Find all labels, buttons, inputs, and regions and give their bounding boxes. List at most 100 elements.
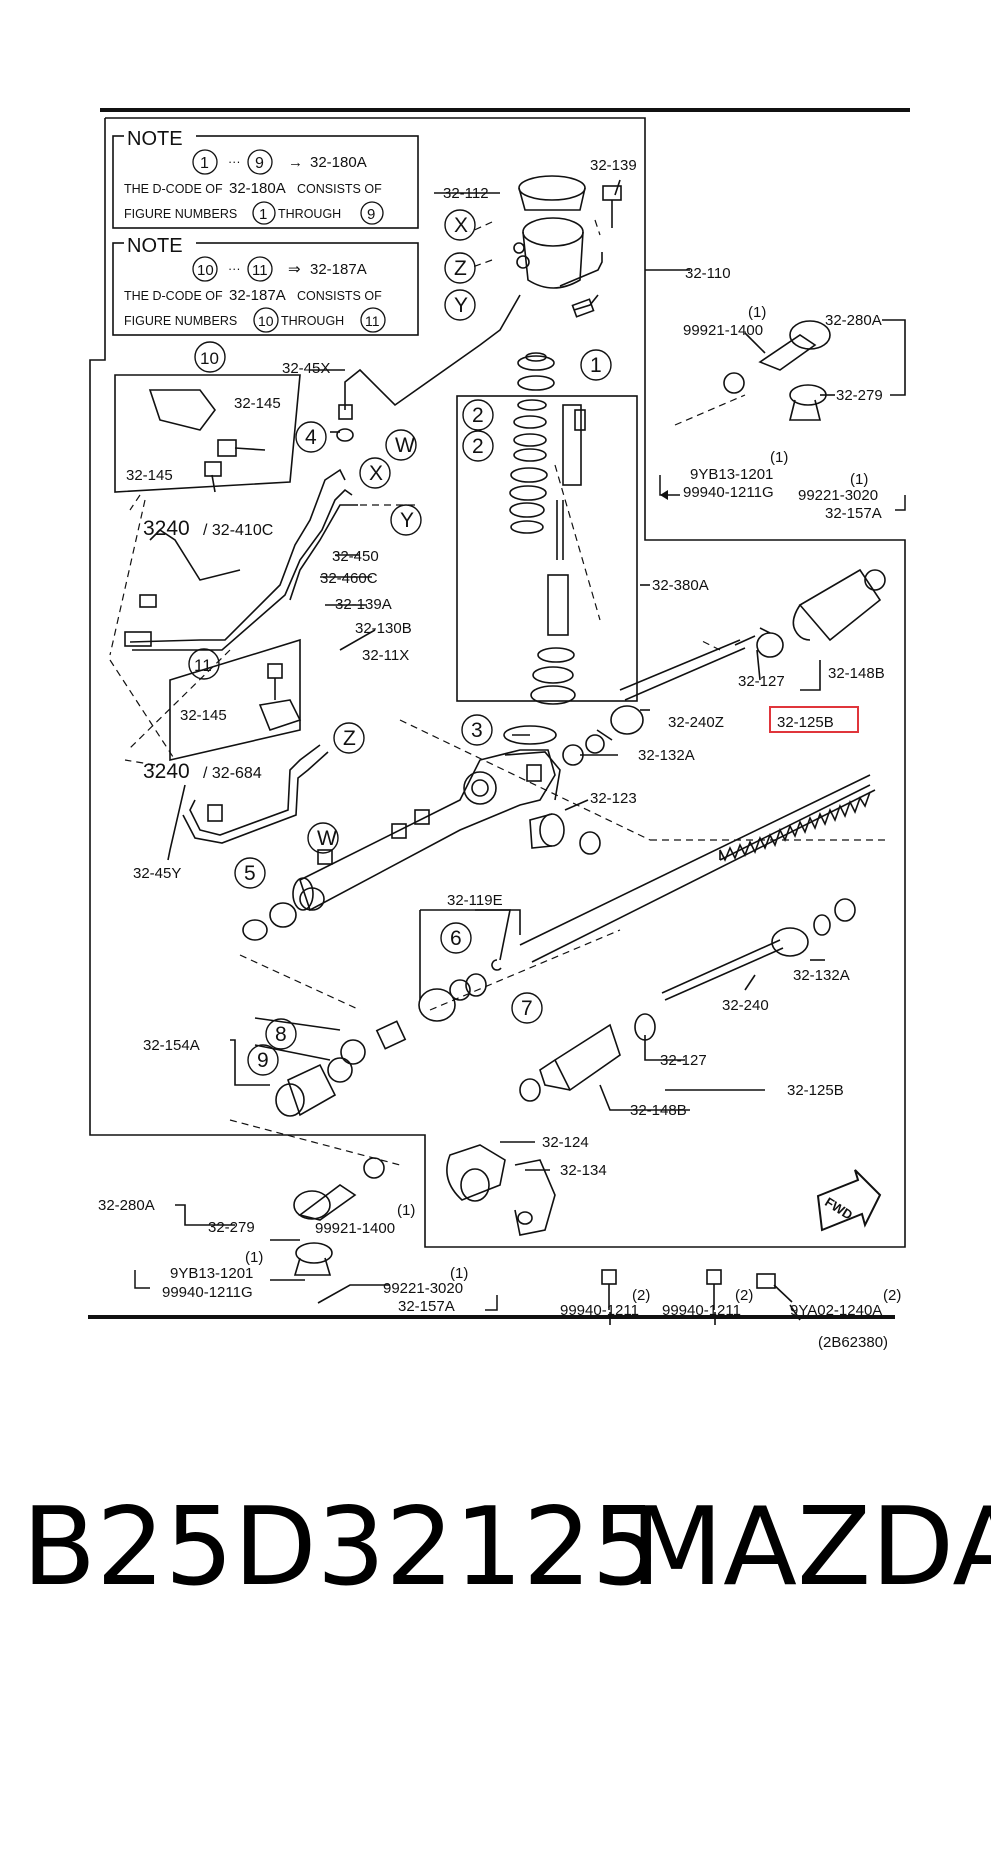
label-p32-127-b: 32-127 [660, 1052, 707, 1069]
ref-label-X2: X [369, 462, 383, 485]
label-p32-280A-l: 32-280A [98, 1197, 155, 1214]
ref-circle-n7 [511, 992, 543, 1024]
label-q1-b: (1) [770, 449, 788, 466]
ref-circle-n1 [580, 349, 612, 381]
label-p32-139A: 32-139A [335, 596, 392, 613]
label-p3240-a: 3240 [143, 517, 190, 540]
label-p99221-3020-l: 99221-3020 [383, 1280, 463, 1297]
label-q1-e: (1) [245, 1249, 263, 1266]
label-p32-112: 32-112 [443, 185, 489, 202]
ref-circle-n4 [295, 421, 327, 453]
label-p32-125B-b: 32-125B [787, 1082, 844, 1099]
label-p32-145-a: 32-145 [234, 395, 281, 412]
ref-circle-W2 [385, 429, 417, 461]
note-2-line1-code: 32-187A [229, 287, 286, 304]
note-1-range-start: 1 [200, 155, 209, 172]
ref-circle-Z1 [444, 252, 476, 284]
label-q1-f: (1) [450, 1265, 468, 1282]
ref-label-W3: W [317, 827, 337, 850]
ref-label-n1: 1 [590, 354, 602, 377]
note-2-line1-a: THE D-CODE OF [124, 289, 223, 303]
ref-circle-n6 [440, 922, 472, 954]
note-1-range-end: 9 [255, 155, 264, 172]
ref-label-Z1: Z [454, 257, 467, 280]
ref-circle-n9 [247, 1044, 279, 1076]
ref-label-Y1: Y [454, 294, 468, 317]
label-p32-154A: 32-154A [143, 1037, 200, 1054]
ref-circle-Y2 [390, 504, 422, 536]
label-p9YA02-1240A: 9YA02-1240A [790, 1302, 882, 1319]
label-p32-130B: 32-130B [355, 620, 412, 637]
label-p32-132A-b: 32-132A [793, 967, 850, 984]
label-p32-145-b: 32-145 [126, 467, 173, 484]
label-p32-132A-a: 32-132A [638, 747, 695, 764]
brand-name: MAZDA [630, 1485, 991, 1610]
inset-box-10 [114, 374, 301, 493]
label-q1-d: (1) [397, 1202, 415, 1219]
ref-circle-Y1 [444, 289, 476, 321]
label-p32-127-r: 32-127 [738, 673, 785, 690]
label-p99921-1400-l: 99921-1400 [315, 1220, 395, 1237]
label-p32-279-r: 32-279 [836, 387, 883, 404]
label-q1-c: (1) [850, 471, 868, 488]
label-p99940-1211-b: 99940-1211 [662, 1302, 741, 1319]
label-p32-124: 32-124 [542, 1134, 589, 1151]
ref-label-n10: 10 [200, 349, 219, 368]
ref-label-n9: 9 [257, 1049, 269, 1072]
note-1-line2-n1: 1 [259, 206, 267, 223]
label-q2-a: (2) [632, 1287, 650, 1304]
ref-label-n2a: 2 [472, 404, 484, 427]
note-2-line1-b: CONSISTS OF [297, 289, 382, 303]
ref-label-n8: 8 [275, 1023, 287, 1046]
ref-circle-n2a [462, 399, 494, 431]
label-p32-139: 32-139 [590, 157, 637, 174]
fwd-arrow-icon [816, 1169, 882, 1232]
svg-text:···: ··· [228, 262, 241, 276]
label-q2-c: (2) [883, 1287, 901, 1304]
label-p32-119E: 32-119E [447, 892, 503, 909]
label-p32-684: / 32-684 [203, 765, 262, 782]
note-2-line2-a: FIGURE NUMBERS [124, 314, 237, 328]
inset-box-11 [169, 638, 301, 762]
svg-text:···: ··· [228, 155, 241, 169]
note-1-line2-a: FIGURE NUMBERS [124, 207, 237, 221]
label-p32-145-c: 32-145 [180, 707, 227, 724]
part-number: B25D32125 [22, 1485, 661, 1610]
note-2-line2-n1: 10 [258, 313, 274, 329]
ref-label-X1: X [454, 214, 468, 237]
label-p32-148B-r: 32-148B [828, 665, 885, 682]
note-2-range-end: 11 [252, 262, 268, 279]
ref-label-n6: 6 [450, 927, 462, 950]
note-box-1 [112, 135, 419, 229]
note-2-code: 32-187A [310, 261, 367, 278]
note-1-line1-a: THE D-CODE OF [124, 182, 223, 196]
ref-circle-n5 [234, 857, 266, 889]
note-2-range-start: 10 [197, 262, 214, 279]
note-1-line2-n2: 9 [367, 206, 375, 223]
ref-circle-n3 [461, 714, 493, 746]
ref-circle-n8 [265, 1018, 297, 1050]
valve-internals-box [456, 395, 638, 702]
ref-circle-n2b [462, 430, 494, 462]
highlight-box [769, 706, 859, 733]
label-p9YB13-1201-r: 9YB13-1201 [690, 466, 773, 483]
label-q2-b: (2) [735, 1287, 753, 1304]
ref-label-W2: W [395, 434, 415, 457]
label-p32-450: 32-450 [332, 548, 379, 565]
ref-circle-n10 [194, 341, 226, 373]
note-2-line2-n2: 11 [365, 313, 380, 329]
note-2-line2-mid: THROUGH [281, 314, 344, 328]
note-box-2 [112, 242, 419, 336]
ref-label-n4: 4 [305, 426, 317, 449]
label-p99940-1211G-l: 99940-1211G [162, 1284, 253, 1301]
ref-label-Z2: Z [343, 727, 356, 750]
ref-circle-W3 [307, 822, 339, 854]
label-p32-240: 32-240 [722, 997, 769, 1014]
label-p32-110: 32-110 [685, 265, 731, 282]
label-p32-45X: 32-45X [282, 360, 330, 377]
note-1-title: NOTE [127, 128, 183, 150]
ref-circle-X2 [359, 457, 391, 489]
label-p32-279-l: 32-279 [208, 1219, 255, 1236]
note-2-title: NOTE [127, 235, 183, 257]
footer: B25D32125 MAZDA [0, 1488, 991, 1608]
